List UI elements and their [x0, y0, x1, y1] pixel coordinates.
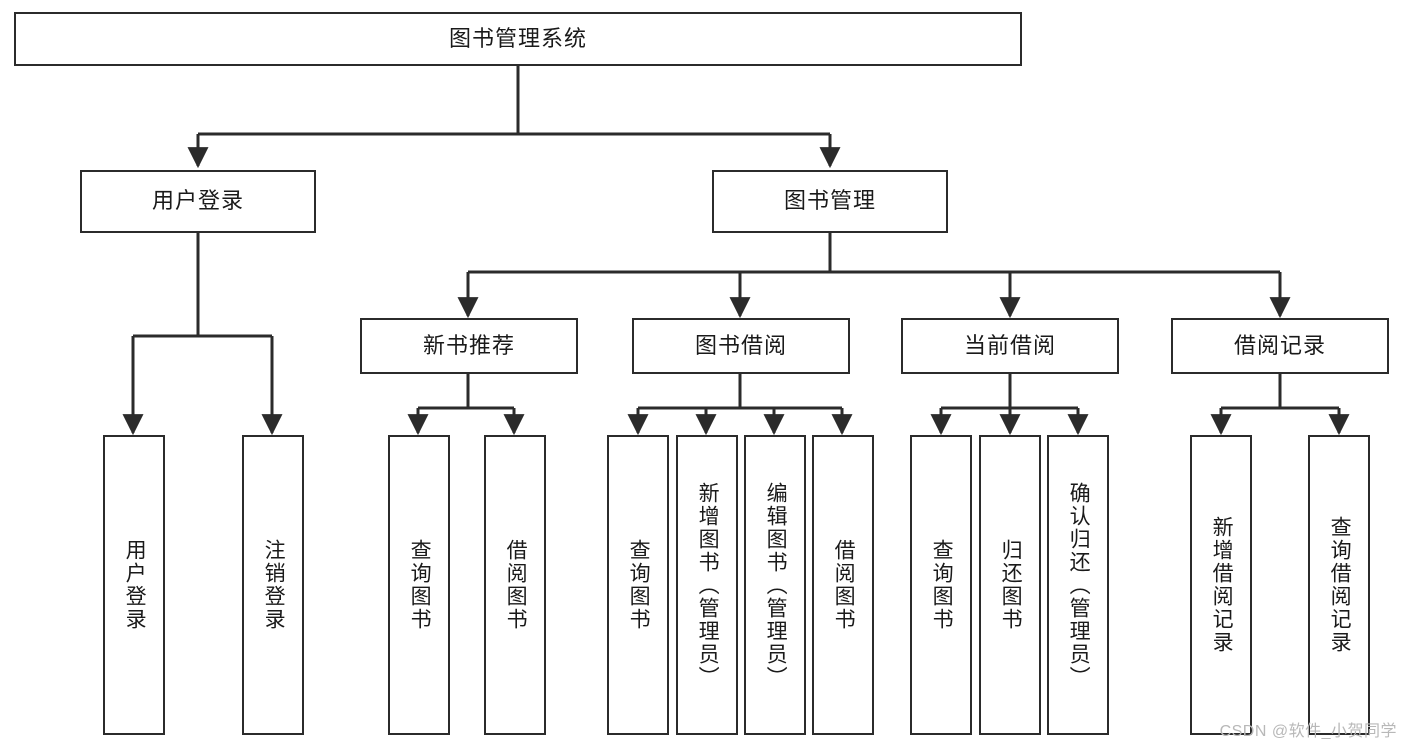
node-leaf-add-borrow-record[interactable]: 新增借阅记录 [1190, 435, 1252, 735]
node-book-borrow[interactable]: 图书借阅 [632, 318, 850, 374]
node-leaf-user-login-label: 用户登录 [123, 539, 147, 631]
node-root-label: 图书管理系统 [448, 25, 587, 51]
node-leaf-logout[interactable]: 注销登录 [242, 435, 304, 735]
node-leaf-confirm-return-admin[interactable]: 确认归还（管理员） [1047, 435, 1109, 735]
node-leaf-user-login[interactable]: 用户登录 [103, 435, 165, 735]
node-book-management-label: 图书管理 [783, 188, 876, 214]
node-root[interactable]: 图书管理系统 [14, 12, 1022, 66]
node-user-login-label: 用户登录 [151, 188, 244, 214]
node-new-book-recommend[interactable]: 新书推荐 [360, 318, 578, 374]
node-current-borrow[interactable]: 当前借阅 [901, 318, 1119, 374]
node-leaf-query-book-current-label: 查询图书 [930, 539, 954, 631]
node-leaf-query-book-borrow[interactable]: 查询图书 [607, 435, 669, 735]
node-new-book-recommend-label: 新书推荐 [422, 332, 515, 358]
node-leaf-add-book-admin[interactable]: 新增图书（管理员） [676, 435, 738, 735]
node-leaf-logout-label: 注销登录 [262, 539, 286, 631]
node-borrow-records[interactable]: 借阅记录 [1171, 318, 1389, 374]
node-leaf-add-borrow-record-label: 新增借阅记录 [1210, 516, 1234, 654]
node-borrow-records-label: 借阅记录 [1233, 332, 1326, 358]
node-leaf-query-book-new-label: 查询图书 [408, 539, 432, 631]
node-user-login[interactable]: 用户登录 [80, 170, 316, 233]
node-leaf-edit-book-admin-label: 编辑图书（管理员） [764, 481, 788, 689]
node-leaf-edit-book-admin[interactable]: 编辑图书（管理员） [744, 435, 806, 735]
node-current-borrow-label: 当前借阅 [963, 332, 1056, 358]
node-leaf-query-book-current[interactable]: 查询图书 [910, 435, 972, 735]
node-leaf-borrow-book-new-label: 借阅图书 [504, 539, 528, 631]
node-leaf-confirm-return-admin-label: 确认归还（管理员） [1067, 481, 1091, 689]
node-leaf-query-borrow-record-label: 查询借阅记录 [1328, 516, 1352, 654]
node-leaf-borrow-book-label: 借阅图书 [832, 539, 856, 631]
node-leaf-query-book-new[interactable]: 查询图书 [388, 435, 450, 735]
node-leaf-borrow-book[interactable]: 借阅图书 [812, 435, 874, 735]
node-leaf-return-book[interactable]: 归还图书 [979, 435, 1041, 735]
node-leaf-query-borrow-record[interactable]: 查询借阅记录 [1308, 435, 1370, 735]
node-leaf-borrow-book-new[interactable]: 借阅图书 [484, 435, 546, 735]
node-leaf-return-book-label: 归还图书 [999, 539, 1023, 631]
node-leaf-query-book-borrow-label: 查询图书 [627, 539, 651, 631]
node-leaf-add-book-admin-label: 新增图书（管理员） [696, 481, 720, 689]
node-book-management[interactable]: 图书管理 [712, 170, 948, 233]
node-book-borrow-label: 图书借阅 [694, 332, 787, 358]
